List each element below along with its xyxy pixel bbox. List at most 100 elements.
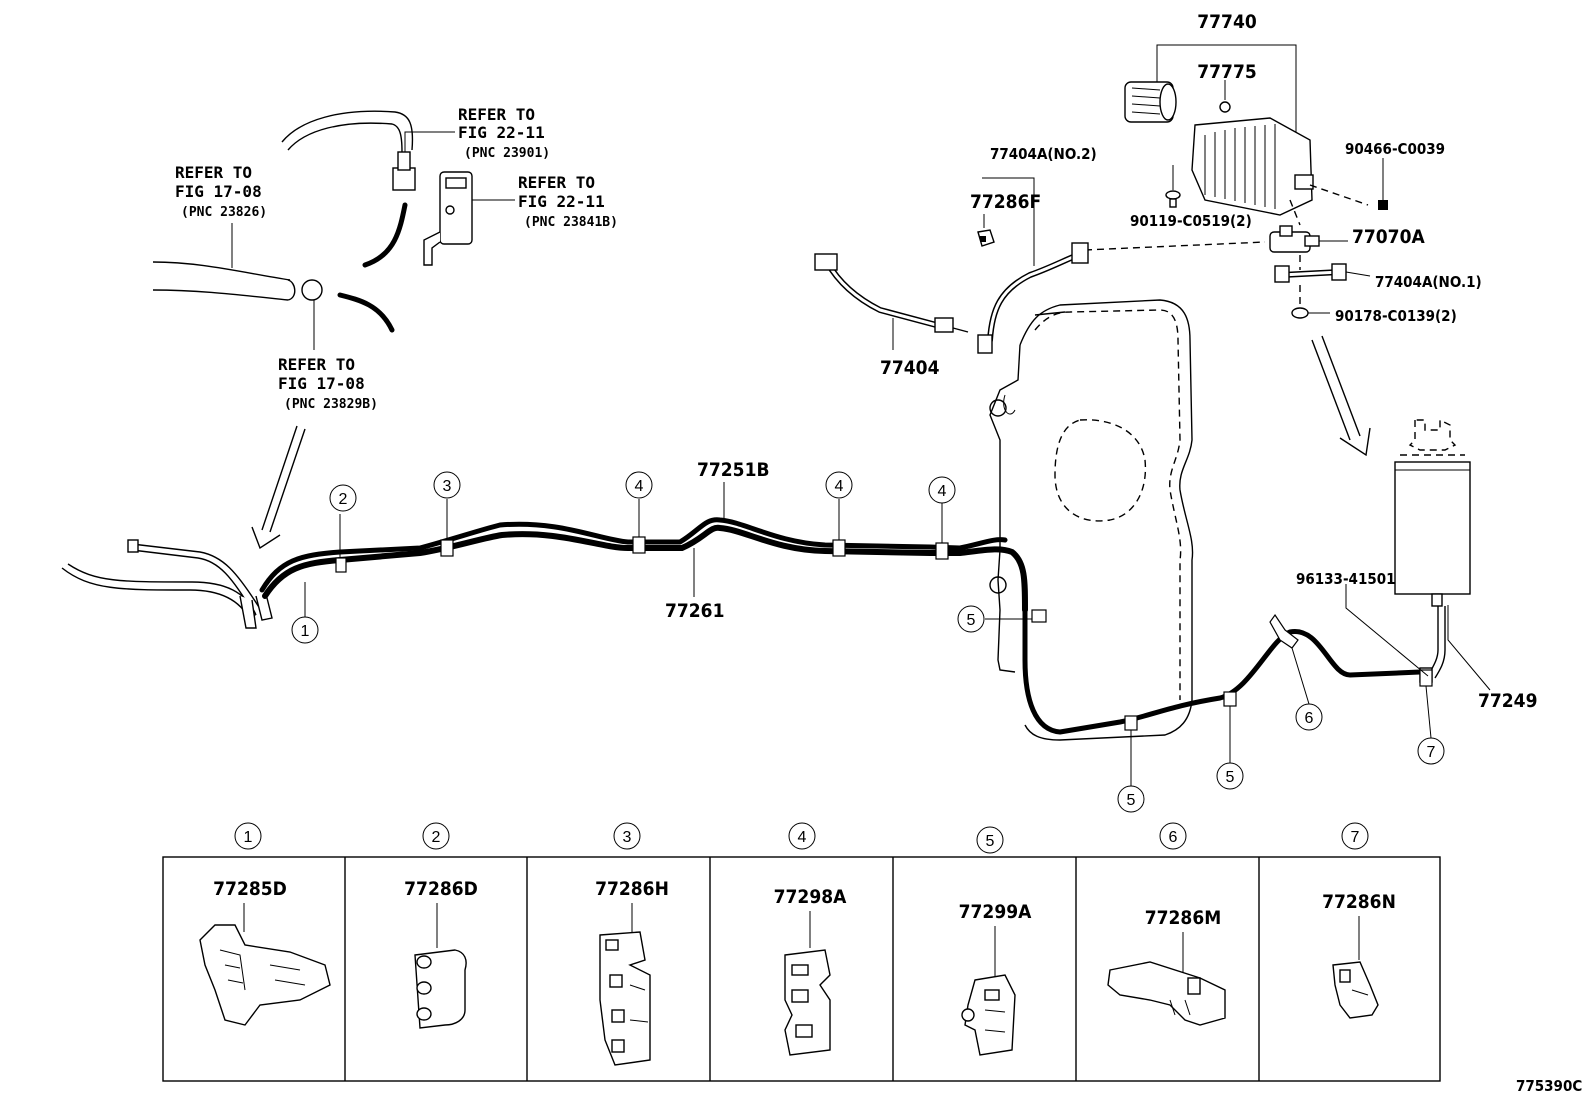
callout-4a-text: 4	[635, 478, 644, 495]
ref-line3: (PNC 23901)	[464, 146, 550, 161]
ref-line2: FIG 17-08	[278, 374, 365, 393]
callout-7: 7	[1417, 737, 1445, 765]
legend-num-4: 4	[798, 829, 807, 846]
label-77261: 77261	[665, 600, 724, 622]
callout-5a-text: 5	[967, 612, 976, 629]
callout-2-text: 2	[339, 491, 348, 508]
legend-part-5: 77299A	[959, 901, 1032, 923]
canister-assembly	[1084, 44, 1388, 457]
legend-num-7: 7	[1351, 829, 1360, 846]
ref-note-23841b: REFER TO FIG 22-11 (PNC 23841B)	[518, 173, 618, 230]
callout-4a: 4	[625, 471, 653, 499]
callout-2: 2	[329, 484, 357, 512]
legend-header-3: 3	[613, 822, 641, 850]
arrow-left-detail	[251, 425, 306, 550]
clips-on-lines	[335, 536, 1433, 731]
callout-4b: 4	[825, 471, 853, 499]
callout-5c-text: 5	[1226, 769, 1235, 786]
clip-5b	[1124, 715, 1138, 731]
clip-5a	[1031, 609, 1047, 623]
part-labels: 77740 77775 90466-C0039 90119-C0519(2) 7…	[665, 11, 1582, 1095]
ref-line1: REFER TO	[458, 105, 535, 124]
callout-5a: 5	[957, 605, 985, 633]
legend-num-3: 3	[623, 829, 632, 846]
hose-no1	[1274, 263, 1371, 283]
legend-part-2: 77286D	[404, 878, 478, 900]
callout-leaders	[304, 482, 1491, 786]
ref-line3: (PNC 23829B)	[284, 397, 378, 412]
callout-3-text: 3	[443, 478, 452, 495]
callout-6-text: 6	[1305, 710, 1314, 727]
legend-header-7: 7	[1341, 822, 1369, 850]
ref-line3: (PNC 23826)	[181, 205, 267, 220]
callout-5c: 5	[1216, 762, 1244, 790]
callout-5b: 5	[1117, 785, 1145, 813]
legend-part-4: 77298A	[774, 886, 847, 908]
label-90178: 90178-C0139(2)	[1335, 307, 1457, 325]
label-90466: 90466-C0039	[1345, 140, 1445, 158]
legend-header-5: 5	[976, 826, 1004, 854]
legend-header-4: 4	[788, 822, 816, 850]
legend-part-6: 77286M	[1145, 907, 1221, 929]
label-77249: 77249	[1478, 690, 1537, 712]
clip-legend-table: 1 2 3 4 5 6 7 77285D 77286D 77286H 77298…	[162, 822, 1441, 1082]
lower-canister	[1394, 418, 1471, 683]
legend-num-6: 6	[1169, 829, 1178, 846]
clip-7	[1419, 669, 1433, 687]
label-77286f: 77286F	[970, 191, 1041, 213]
dark-hose-left	[362, 202, 408, 268]
hose-77404a-no2	[977, 177, 1089, 354]
ref-line3: (PNC 23841B)	[524, 215, 618, 230]
callout-1: 1	[291, 616, 319, 644]
clip-77286f	[977, 214, 995, 247]
legend-num-2: 2	[432, 829, 441, 846]
vsv-valve	[1269, 225, 1348, 253]
ref-note-23826: REFER TO FIG 17-08 (PNC 23826)	[175, 163, 267, 220]
left-pipe-bundle	[61, 539, 273, 629]
ref-line2: FIG 22-11	[518, 192, 605, 211]
filler-hose-upper	[281, 110, 414, 151]
ref-line1: REFER TO	[518, 173, 595, 192]
label-77070a: 77070A	[1352, 226, 1425, 248]
filler-neck-hose	[152, 261, 291, 281]
ref-line1: REFER TO	[175, 163, 252, 182]
vent-line-lower	[1022, 597, 1423, 735]
label-77404a-no2: 77404A(NO.2)	[990, 145, 1097, 163]
charcoal-canister	[1191, 101, 1314, 216]
fuel-tank	[989, 299, 1194, 741]
legend-part-1: 77285D	[213, 878, 287, 900]
hose-77404	[814, 253, 969, 350]
callout-6: 6	[1295, 703, 1323, 731]
clip-drawing-77299a	[961, 974, 1016, 1056]
clip-5c	[1223, 691, 1237, 707]
callout-1-text: 1	[301, 623, 310, 640]
callout-3: 3	[433, 471, 461, 499]
label-77740: 77740	[1197, 11, 1257, 33]
label-77251b: 77251B	[697, 459, 770, 481]
clip-3	[440, 539, 454, 557]
clip-drawing-77285d	[199, 924, 331, 1026]
dark-hose-right	[337, 292, 395, 333]
ref-note-23829b: REFER TO FIG 17-08 (PNC 23829B)	[278, 355, 378, 412]
clip-4c	[935, 542, 949, 560]
upper-left-hoses	[152, 110, 515, 350]
callout-7-text: 7	[1427, 744, 1436, 761]
clip-drawing-77286m	[1107, 961, 1226, 1026]
legend-part-7: 77286N	[1322, 891, 1396, 913]
canister-filter	[1124, 81, 1177, 123]
legend-num-1: 1	[244, 829, 253, 846]
clip-drawing-77286d	[414, 949, 467, 1029]
ref-note-23901: REFER TO FIG 22-11 (PNC 23901)	[458, 105, 550, 161]
valve-bracket	[423, 171, 473, 266]
ref-line1: REFER TO	[278, 355, 355, 374]
clip-4b	[832, 539, 846, 557]
clip-drawing-77286n	[1332, 961, 1379, 1019]
clip-4a	[632, 536, 646, 554]
callout-4c-text: 4	[938, 483, 947, 500]
ref-line2: FIG 22-11	[458, 123, 545, 142]
label-96133: 96133-41501	[1296, 570, 1396, 588]
callout-4b-text: 4	[835, 478, 844, 495]
legend-header-1: 1	[234, 822, 262, 850]
clip-2	[335, 557, 347, 573]
